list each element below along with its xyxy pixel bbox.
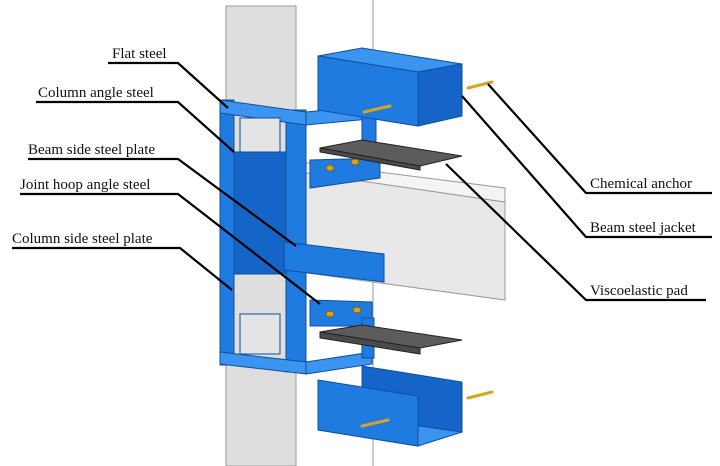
column-side-steel-plate bbox=[233, 151, 287, 275]
chemical-anchor-2 bbox=[466, 80, 494, 90]
leader-joint-hoop-angle-steel bbox=[20, 192, 321, 305]
left-leaders bbox=[12, 61, 321, 305]
chemical-anchor-1 bbox=[362, 104, 392, 114]
bolt bbox=[325, 164, 335, 172]
label-flat-steel: Flat steel bbox=[112, 46, 167, 62]
label-column-angle-steel: Column angle steel bbox=[38, 85, 154, 101]
leader-flat-steel bbox=[108, 61, 229, 109]
label-viscoelastic-pad: Viscoelastic pad bbox=[590, 283, 688, 299]
leader-viscoelastic-pad bbox=[445, 163, 706, 302]
cage-opening-bottom bbox=[239, 313, 281, 355]
cage-opening-top bbox=[239, 117, 281, 153]
viscoelastic-pad-lower bbox=[319, 324, 463, 355]
label-column-side-steel-plate: Column side steel plate bbox=[12, 231, 153, 247]
bolt bbox=[352, 306, 362, 314]
beam-side-steel-plate bbox=[283, 241, 385, 283]
beam-steel-jacket-upper bbox=[317, 47, 463, 127]
leader-column-angle-steel bbox=[36, 100, 235, 153]
leader-beam-side-steel-plate bbox=[28, 157, 297, 247]
right-leaders bbox=[445, 83, 712, 302]
viscoelastic-pad-upper bbox=[319, 139, 463, 171]
leader-beam-steel-jacket bbox=[461, 95, 712, 239]
leader-column-side-steel-plate bbox=[12, 246, 233, 291]
bolt bbox=[350, 158, 360, 166]
leader-chemical-anchor bbox=[487, 83, 712, 195]
label-beam-steel-jacket: Beam steel jacket bbox=[590, 220, 697, 236]
chemical-anchor-3 bbox=[360, 418, 390, 428]
label-chemical-anchor: Chemical anchor bbox=[590, 176, 692, 192]
bolt bbox=[325, 310, 335, 318]
label-beam-side-steel-plate: Beam side steel plate bbox=[28, 142, 155, 158]
column-steel-cage bbox=[219, 99, 307, 375]
joint-hoop-angle-upper bbox=[305, 104, 381, 189]
beam-steel-jacket-lower bbox=[317, 365, 463, 447]
chemical-anchor-4 bbox=[466, 390, 494, 400]
label-joint-hoop-angle-steel: Joint hoop angle steel bbox=[20, 177, 150, 193]
